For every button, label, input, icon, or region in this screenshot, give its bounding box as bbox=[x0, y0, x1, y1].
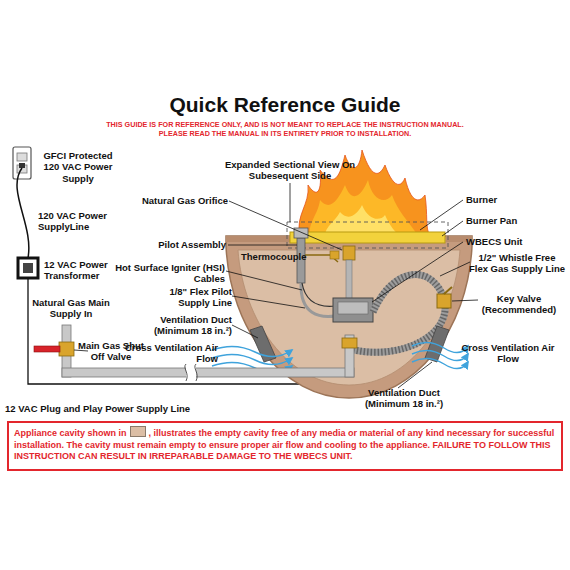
part-label: Pilot Assembly bbox=[100, 239, 226, 250]
plug bbox=[19, 163, 25, 168]
thermocouple-nut bbox=[330, 251, 339, 259]
cavity-swatch bbox=[130, 426, 146, 437]
leader-line bbox=[229, 201, 342, 250]
outlet bbox=[13, 147, 31, 179]
pilot-hood bbox=[294, 228, 308, 238]
transformer-box bbox=[18, 258, 38, 278]
flame-core bbox=[325, 205, 400, 236]
gas-orifice bbox=[343, 246, 355, 260]
pipe-break-line bbox=[195, 364, 197, 381]
part-label: Ventilation Duct (Minimum 18 in.²) bbox=[128, 314, 232, 337]
part-label: Thermocouple bbox=[241, 251, 321, 262]
part-label: Cross Ventilation Air Flow bbox=[456, 342, 560, 365]
part-label: Ventilation Duct (Minimum 18 in.²) bbox=[348, 387, 460, 410]
leader-line bbox=[452, 300, 478, 301]
power-cord bbox=[17, 168, 29, 258]
pipe-fitting bbox=[342, 338, 357, 348]
part-label: 1/2" Whistle Free Flex Gas Supply Line bbox=[468, 252, 566, 275]
pipe-break-line bbox=[185, 364, 187, 381]
note-text: Appliance cavity shown in bbox=[14, 428, 127, 438]
leader-line bbox=[228, 245, 297, 246]
leader-line bbox=[442, 221, 463, 236]
leader-line bbox=[226, 271, 302, 290]
valve-handle bbox=[34, 346, 60, 352]
part-label: Burner bbox=[466, 194, 556, 205]
part-label: Natural Gas Orifice bbox=[96, 195, 228, 206]
gas-pipe bbox=[62, 368, 354, 377]
leader-line bbox=[232, 296, 305, 308]
part-label: 12 VAC Power Transformer bbox=[44, 259, 120, 282]
part-label: Cross Ventilation Air Flow bbox=[118, 342, 218, 365]
part-label: 120 VAC Power SupplyLine bbox=[38, 210, 120, 233]
leader-line bbox=[440, 262, 470, 276]
warning-note: THIS GUIDE IS FOR REFERENCE ONLY, AND IS… bbox=[92, 121, 478, 138]
leader-line bbox=[398, 362, 432, 388]
part-label: WBECS Unit bbox=[466, 236, 556, 247]
outlet-socket bbox=[17, 153, 27, 161]
part-label: GFCI Protected 120 VAC Power Supply bbox=[40, 150, 116, 184]
bowl-rim bbox=[226, 236, 292, 242]
flame-inner bbox=[310, 180, 418, 236]
transformer bbox=[18, 258, 38, 278]
part-label: 12 VAC Plug and Play Power Supply Line bbox=[5, 403, 265, 414]
igniter-cable bbox=[302, 283, 335, 306]
note-box: Appliance cavity shown in, illustrates t… bbox=[7, 421, 563, 471]
part-label: Natural Gas Main Supply In bbox=[26, 297, 116, 320]
key-valve-stem bbox=[444, 287, 452, 294]
leader-line bbox=[290, 183, 291, 222]
air-flow-arrow bbox=[412, 358, 468, 368]
pipe-break bbox=[186, 364, 196, 381]
part-label: 1/8" Flex Pilot Supply Line bbox=[138, 286, 232, 309]
outlet-plate bbox=[13, 147, 31, 179]
leader-line bbox=[232, 325, 258, 338]
burner-feed-pipe bbox=[346, 260, 352, 300]
key-valve bbox=[437, 294, 451, 308]
expanded-view-box bbox=[287, 222, 448, 248]
part-label: Key Valve (Recommended) bbox=[476, 293, 562, 316]
part-label: Expanded Sectional View On Subesequent S… bbox=[220, 159, 360, 182]
leader-lines bbox=[74, 183, 478, 388]
title: Quick Reference Guide bbox=[0, 92, 570, 117]
part-label: Hot Surface Igniter (HSI) Cables bbox=[110, 262, 225, 285]
part-label: Burner Pan bbox=[466, 215, 556, 226]
wbecs-panel bbox=[338, 302, 368, 314]
flex-pilot-line bbox=[301, 283, 335, 316]
wbecs-unit bbox=[333, 298, 373, 322]
shut-off-valve bbox=[59, 342, 74, 356]
transformer-core bbox=[23, 263, 33, 273]
